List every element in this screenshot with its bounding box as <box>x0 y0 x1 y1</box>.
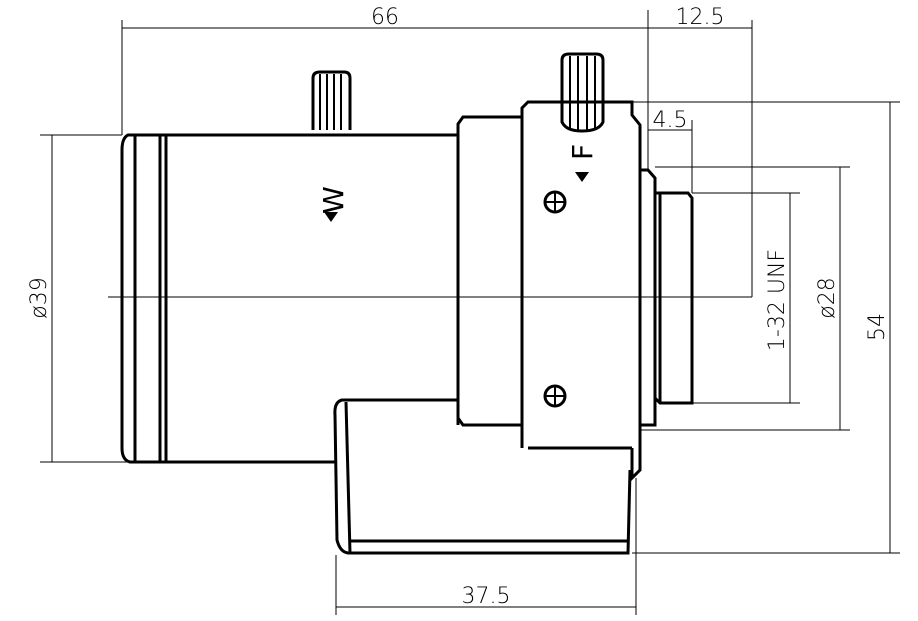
screw-icon <box>543 190 567 214</box>
front-groove <box>158 133 168 464</box>
focus-ring-label: F <box>566 144 599 160</box>
dim-front-diameter: ø39 <box>27 277 52 318</box>
front-lip <box>120 133 137 464</box>
screw-icon <box>543 384 567 408</box>
lens-outline: W F <box>120 52 694 555</box>
dim-height: 54 <box>865 313 890 341</box>
focus-ring <box>520 100 642 482</box>
dim-mount-thread: 1-32 UNF <box>765 249 790 351</box>
dim-rear-diameter: ø28 <box>815 277 840 318</box>
bottom-housing <box>333 398 632 555</box>
focus-knob[interactable] <box>560 52 605 133</box>
focus-arrow-icon <box>575 172 589 182</box>
step-ring <box>456 115 522 427</box>
zoom-arrow-icon <box>324 212 338 222</box>
dim-overall-length: 66 <box>371 5 399 30</box>
dimension-labels: 66 12.5 4.5 ø39 1-32 UNF ø28 54 37.5 <box>27 5 890 609</box>
main-barrel <box>166 133 458 464</box>
rear-flange <box>640 168 657 427</box>
dim-box-width: 37.5 <box>462 584 511 609</box>
zoom-ring-label: W <box>317 186 350 214</box>
front-ring <box>133 133 162 464</box>
dim-flange: 4.5 <box>653 108 688 133</box>
zoom-knob[interactable] <box>311 70 352 130</box>
dimension-lines <box>40 10 900 615</box>
dim-back-focus: 12.5 <box>676 5 725 30</box>
